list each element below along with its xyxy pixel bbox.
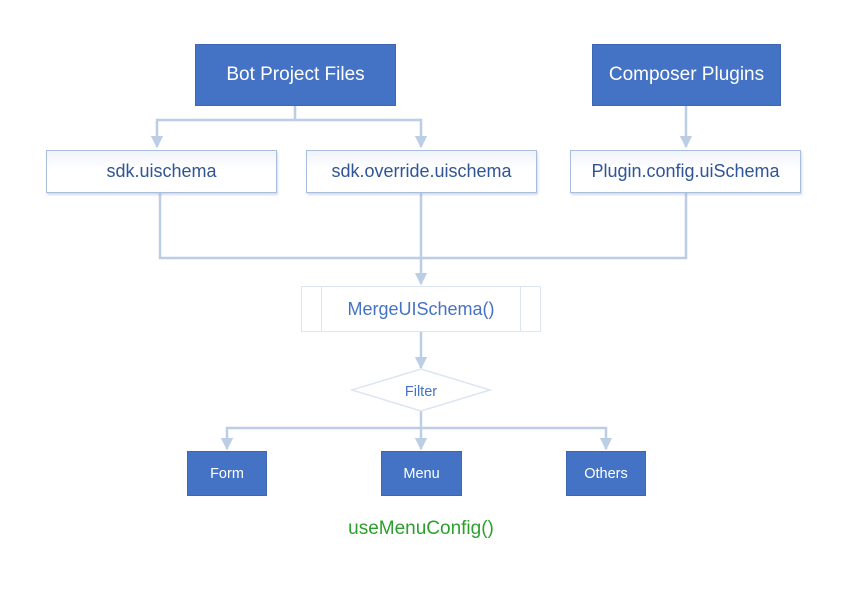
menu-box: Menu	[381, 451, 462, 496]
connector-filter-to-form	[220, 426, 421, 451]
connector-filter-to-others	[421, 426, 613, 451]
others-box: Others	[566, 451, 646, 496]
connector-bot-to-override	[295, 118, 428, 149]
bot-project-files-label: Bot Project Files	[226, 64, 365, 85]
merge-uischema-box: MergeUISchema()	[301, 286, 541, 332]
merge-left-bar	[321, 286, 322, 332]
merge-right-bar	[520, 286, 521, 332]
use-menu-config-caption: useMenuConfig()	[348, 518, 494, 539]
filter-diamond	[349, 368, 493, 412]
composer-plugins-label: Composer Plugins	[608, 64, 765, 85]
others-label: Others	[584, 465, 628, 482]
filter-label: Filter	[405, 384, 437, 400]
form-label: Form	[210, 465, 244, 482]
sdk-uischema-label: sdk.uischema	[106, 161, 217, 181]
sdk-override-uischema-box: sdk.override.uischema	[306, 150, 537, 193]
bot-project-files-box: Bot Project Files	[195, 44, 396, 106]
composer-plugins-box: Composer Plugins	[592, 44, 781, 106]
plugin-config-uischema-box: Plugin.config.uiSchema	[570, 150, 801, 193]
merge-uischema-label: MergeUISchema()	[347, 298, 495, 319]
plugin-config-uischema-label: Plugin.config.uiSchema	[591, 161, 780, 181]
connector-bot-to-sdk	[150, 105, 297, 149]
sdk-override-uischema-label: sdk.override.uischema	[331, 161, 512, 181]
connector-sdk-to-bus	[158, 193, 421, 260]
sdk-uischema-box: sdk.uischema	[46, 150, 277, 193]
connector-config-to-bus	[421, 193, 688, 260]
form-box: Form	[187, 451, 267, 496]
menu-label: Menu	[403, 465, 440, 482]
